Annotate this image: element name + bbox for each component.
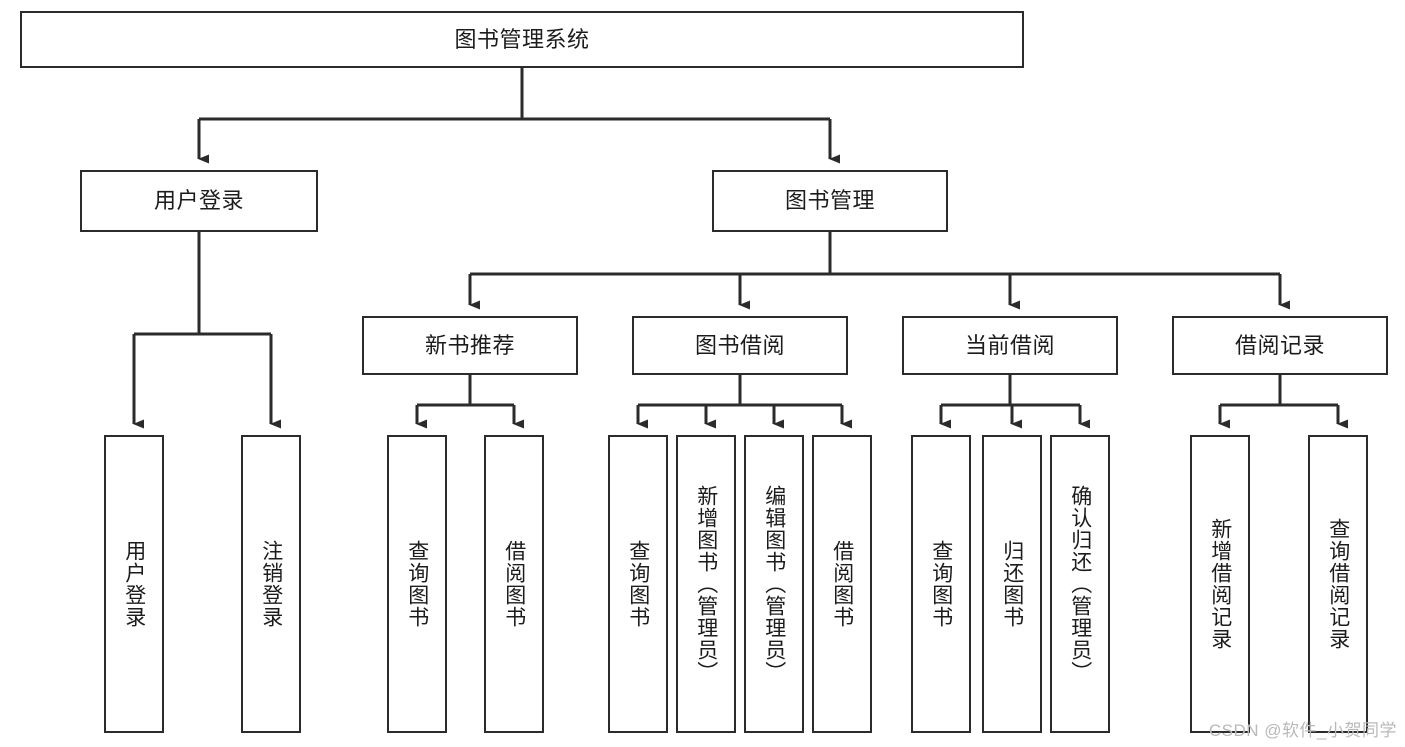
node-leaf-add-record[interactable]: 新增借阅记录	[1190, 435, 1250, 733]
node-leaf-borrow-book-2[interactable]: 借阅图书	[812, 435, 872, 733]
node-leaf-borrow-book-1[interactable]: 借阅图书	[484, 435, 544, 733]
node-label: 图书借阅	[694, 332, 785, 358]
node-leaf-return-book[interactable]: 归还图书	[982, 435, 1042, 733]
node-borrow-record[interactable]: 借阅记录	[1172, 316, 1388, 375]
node-leaf-query-book-3[interactable]: 查询图书	[911, 435, 971, 733]
node-label: 图书管理	[784, 188, 875, 214]
node-leaf-edit-book[interactable]: 编辑图书（管理员）	[744, 435, 804, 733]
node-label: 用户登录	[153, 188, 244, 214]
node-label: 新书推荐	[424, 332, 515, 358]
node-label: 注销登录	[259, 540, 283, 628]
node-label: 查询图书	[929, 540, 953, 628]
node-leaf-user-login[interactable]: 用户登录	[104, 435, 164, 733]
node-new-book-rec[interactable]: 新书推荐	[362, 316, 578, 375]
node-leaf-query-book-2[interactable]: 查询图书	[608, 435, 668, 733]
node-label: 新增图书（管理员）	[694, 485, 718, 683]
node-label: 编辑图书（管理员）	[762, 485, 786, 683]
node-book-borrow[interactable]: 图书借阅	[632, 316, 848, 375]
node-root[interactable]: 图书管理系统	[20, 11, 1024, 68]
node-leaf-query-record[interactable]: 查询借阅记录	[1308, 435, 1368, 733]
node-label: 查询借阅记录	[1326, 518, 1350, 650]
node-label: 借阅图书	[830, 540, 854, 628]
node-leaf-logout[interactable]: 注销登录	[241, 435, 301, 733]
node-label: 借阅图书	[502, 540, 526, 628]
node-label: 用户登录	[122, 540, 146, 628]
node-label: 新增借阅记录	[1208, 518, 1232, 650]
node-current-borrow[interactable]: 当前借阅	[902, 316, 1118, 375]
node-leaf-add-book[interactable]: 新增图书（管理员）	[676, 435, 736, 733]
node-leaf-confirm-return[interactable]: 确认归还（管理员）	[1050, 435, 1110, 733]
node-label: 借阅记录	[1234, 332, 1325, 358]
node-label: 当前借阅	[964, 332, 1055, 358]
node-book-manage[interactable]: 图书管理	[712, 170, 948, 232]
node-label: 查询图书	[405, 540, 429, 628]
csdn-watermark: CSDN @软件_小贺同学	[1208, 721, 1397, 740]
node-label: 图书管理系统	[454, 26, 590, 52]
node-user-login[interactable]: 用户登录	[80, 170, 318, 232]
node-label: 归还图书	[1000, 540, 1024, 628]
node-label: 确认归还（管理员）	[1068, 485, 1092, 683]
node-leaf-query-book-1[interactable]: 查询图书	[387, 435, 447, 733]
node-label: 查询图书	[626, 540, 650, 628]
